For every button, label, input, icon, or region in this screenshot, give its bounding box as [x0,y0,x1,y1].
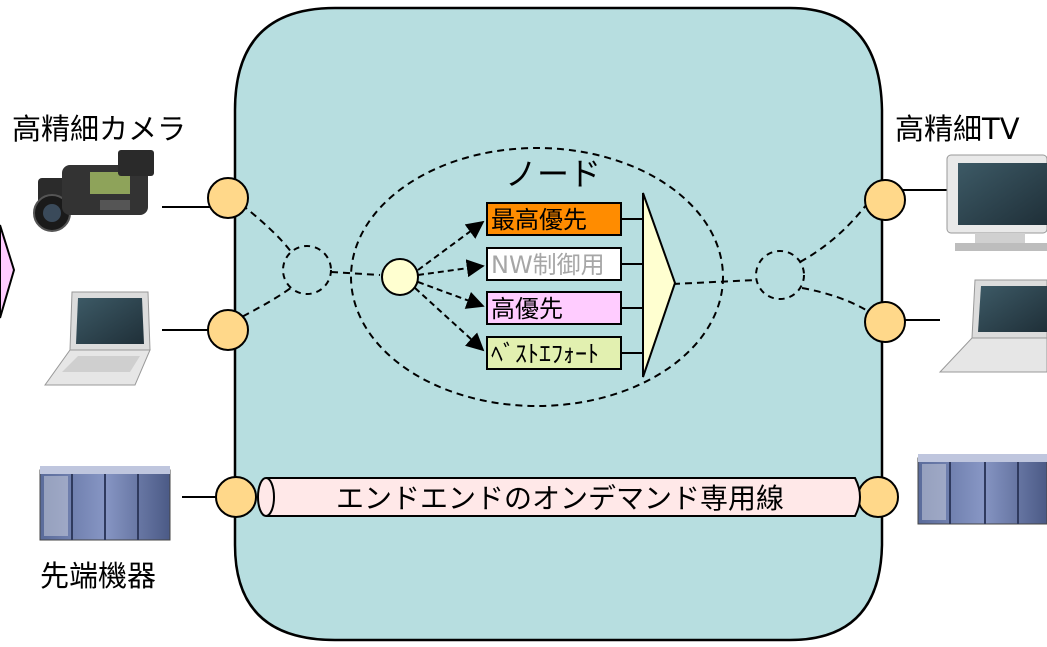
port-left-camera [207,177,249,219]
queue-1: 最高優先 [486,202,643,236]
server-rack-icon [39,466,171,541]
queue-4: ﾍﾞｽﾄｴﾌｫｰﾄ [486,336,643,370]
multiplexer [642,192,677,378]
queue-2: NW制御用 [486,247,643,281]
queue-label: 高優先 [491,295,563,323]
video-camera-icon [33,150,154,232]
port-left-equipment [215,476,257,518]
right-junction [755,250,805,300]
server-rack-icon-right [917,454,1047,525]
queue-label: 最高優先 [491,206,587,234]
tv-monitor-icon [946,154,1047,251]
dedicated-line-pipe: エンドエンドのオンデマンド専用線 [257,477,861,517]
label-camera: 高精細カメラ [12,112,186,146]
label-tv: 高精細TV [895,112,1020,146]
laptop-icon-right [938,279,1047,373]
laptop-icon [44,291,151,386]
node-title: ノード [505,155,601,193]
queue-3: 高優先 [486,291,643,325]
port-left-laptop [207,309,249,351]
pipe-label: エンドエンドのオンデマンド専用線 [336,482,784,515]
port-right-equipment [857,476,899,518]
left-junction [282,245,332,295]
queue-label: ﾍﾞｽﾄｴﾌｫｰﾄ [491,340,599,368]
port-right-laptop [864,301,906,343]
side-shape [0,224,16,319]
label-equipment: 先端機器 [40,559,156,593]
queue-label: NW制御用 [491,251,605,279]
classifier-node [381,258,419,296]
port-right-tv [864,179,906,221]
node-boundary [350,147,724,407]
